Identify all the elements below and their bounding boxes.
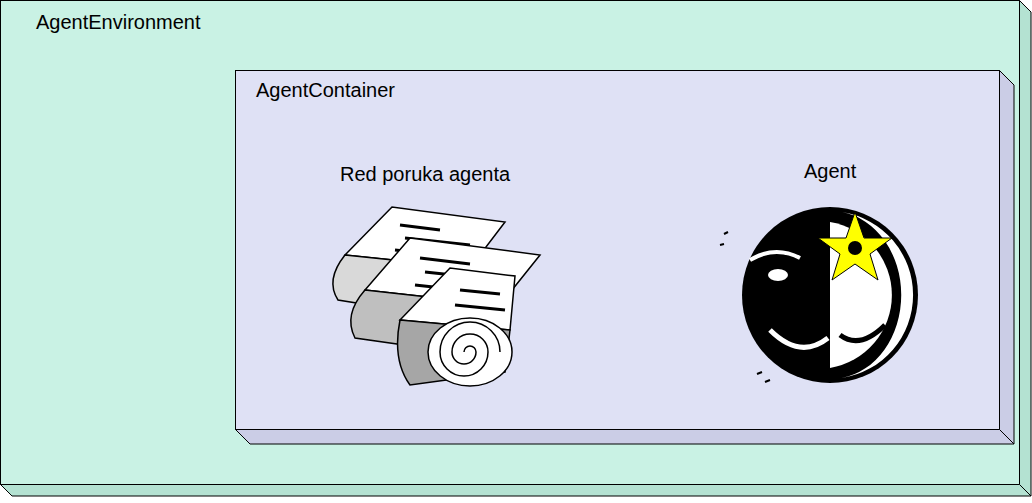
newspaper-stack (333, 207, 540, 386)
illustration-label: Agent (804, 160, 856, 183)
agent-face-icon (720, 207, 918, 383)
environment-box: AgentEnvironmentAgentContainer (0, 0, 1020, 485)
box-title: AgentEnvironment (36, 11, 201, 34)
box-bevel (235, 70, 1017, 447)
container-box: AgentContainer (235, 70, 1000, 430)
bevel-side (1000, 71, 1015, 445)
box-title: AgentContainer (256, 79, 395, 102)
bevel-side (1020, 1, 1032, 497)
bevel-bottom (236, 430, 1015, 445)
illustration-label: Red poruka agenta (340, 163, 510, 186)
bevel-bottom (1, 485, 1032, 497)
